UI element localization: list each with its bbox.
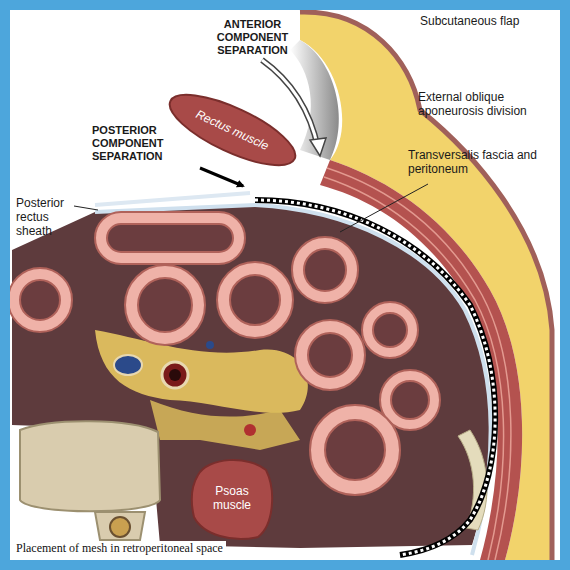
muscle-fill — [161, 90, 304, 170]
muscle-shape: Rectus muscle — [160, 90, 305, 170]
muscle-fill — [192, 460, 272, 539]
annotation-label: Transversalis fascia and peritoneum — [408, 148, 548, 176]
annotation-label: External oblique aponeurosis division — [418, 90, 558, 118]
annotation-label: Posterior rectus sheath — [16, 196, 78, 238]
annotation-label: POSTERIOR COMPONENT SEPARATION — [92, 124, 174, 163]
annotation-label: ANTERIOR COMPONENT SEPARATION — [205, 18, 300, 57]
annotation-label: Subcutaneous flap — [420, 14, 530, 28]
muscle-shape: Psoas muscle — [188, 455, 276, 541]
muscle-label: Psoas muscle — [196, 484, 268, 512]
figure-caption: Placement of mesh in retroperitoneal spa… — [13, 541, 226, 556]
